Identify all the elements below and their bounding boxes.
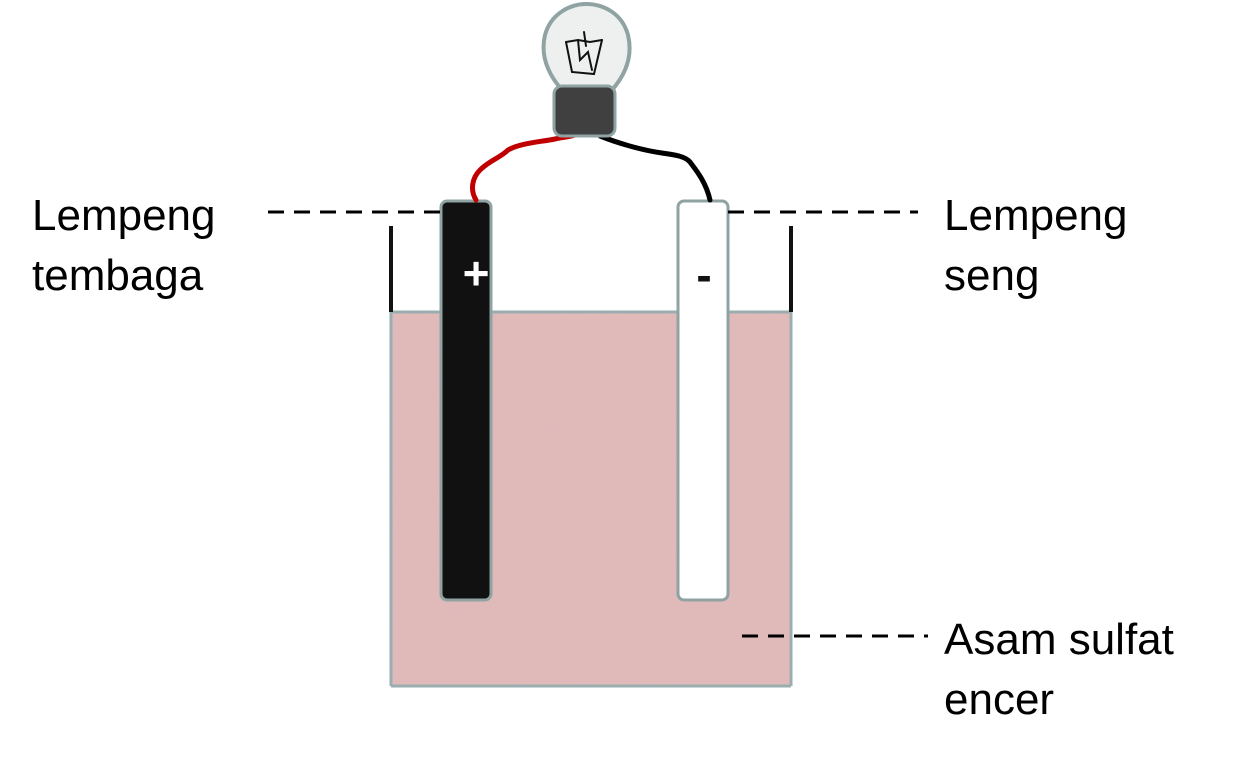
label-zinc-plate: Lempeng seng	[944, 186, 1127, 306]
wire-positive	[470, 130, 583, 203]
light-bulb-icon	[541, 1, 632, 138]
bulb-base	[552, 84, 617, 138]
copper-plate	[439, 199, 493, 602]
label-zinc-line1: Lempeng	[944, 191, 1128, 240]
negative-sign: -	[696, 249, 712, 301]
wire-negative	[597, 133, 713, 203]
beaker-walls	[389, 226, 793, 312]
bulb-filament	[565, 31, 603, 76]
label-copper-line2: tembaga	[32, 251, 204, 300]
label-acid-line1: Asam sulfat	[944, 615, 1174, 664]
label-acid: Asam sulfat encer	[944, 610, 1174, 730]
positive-sign: +	[462, 247, 490, 299]
label-acid-line2: encer	[944, 675, 1055, 724]
label-zinc-line2: seng	[944, 251, 1040, 300]
zinc-plate	[676, 199, 730, 602]
leader-lines	[268, 210, 928, 638]
label-copper-plate: Lempeng tembaga	[32, 186, 215, 306]
label-copper-line1: Lempeng	[32, 191, 216, 240]
